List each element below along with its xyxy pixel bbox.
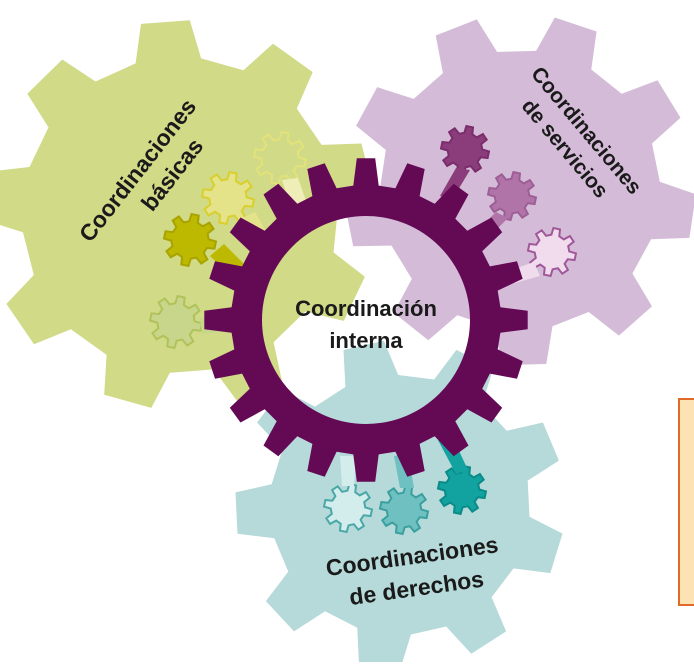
center-label-line2: interna [329,328,403,353]
note-box [678,398,694,606]
center-label-line1: Coordinación [295,296,437,321]
connector-tab-d1 [340,456,356,486]
